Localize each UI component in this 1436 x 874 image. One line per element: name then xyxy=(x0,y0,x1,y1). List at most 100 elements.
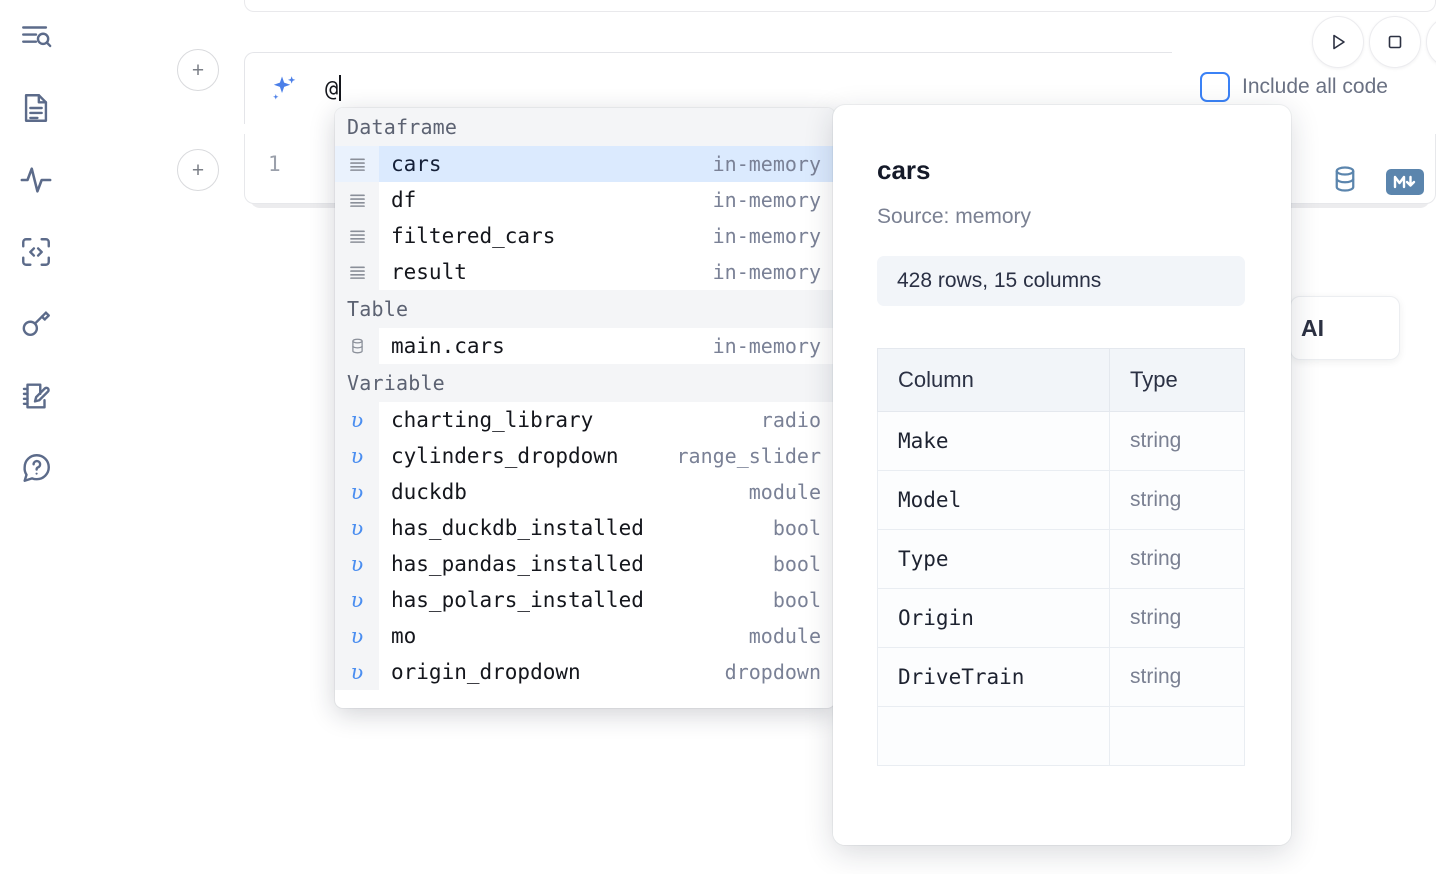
variable-icon: ʋ xyxy=(335,618,379,654)
autocomplete-item[interactable]: result in-memory xyxy=(335,254,835,290)
schema-column-name: DriveTrain xyxy=(877,647,1110,707)
table-row-clipped xyxy=(877,706,1245,766)
autocomplete-item-name: charting_library xyxy=(391,408,594,432)
schema-column-type xyxy=(1109,706,1245,766)
variable-icon: ʋ xyxy=(335,654,379,690)
preview-bottom-fade xyxy=(833,799,1291,845)
variable-icon: ʋ xyxy=(335,582,379,618)
table-icon xyxy=(335,328,379,364)
autocomplete-item-name: mo xyxy=(391,624,417,648)
autocomplete-item[interactable]: df in-memory xyxy=(335,182,835,218)
autocomplete-item-type: range_slider xyxy=(676,444,822,468)
schema-column-name: Model xyxy=(877,470,1110,530)
sparkles-icon xyxy=(267,72,301,106)
dataframe-icon xyxy=(335,218,379,254)
ai-chip[interactable]: AI xyxy=(1290,296,1400,360)
column-header-column: Column xyxy=(877,348,1110,412)
autocomplete-item-type: module xyxy=(748,624,821,648)
autocomplete-item[interactable]: ʋ has_polars_installed bool xyxy=(335,582,835,618)
autocomplete-item-name: filtered_cars xyxy=(391,224,556,248)
database-icon[interactable] xyxy=(1330,164,1360,199)
autocomplete-item-name: cars xyxy=(391,152,442,176)
autocomplete-item-name: result xyxy=(391,260,467,284)
ai-chip-label: AI xyxy=(1301,314,1324,341)
autocomplete-item[interactable]: filtered_cars in-memory xyxy=(335,218,835,254)
autocomplete-group-header: Dataframe xyxy=(335,108,835,146)
schema-column-type: string xyxy=(1109,470,1245,530)
schema-column-name: Type xyxy=(877,529,1110,589)
autocomplete-item-name: has_duckdb_installed xyxy=(391,516,644,540)
autocomplete-item-type: bool xyxy=(772,552,821,576)
add-cell-button-top[interactable]: + xyxy=(177,49,219,91)
dataframe-preview-panel: cars Source: memory 428 rows, 15 columns… xyxy=(833,105,1291,845)
autocomplete-item-type: bool xyxy=(772,516,821,540)
autocomplete-item-type: in-memory xyxy=(712,224,821,248)
table-header-row: Column Type xyxy=(877,348,1245,412)
autocomplete-item[interactable]: ʋ charting_library radio xyxy=(335,402,835,438)
add-cell-label: + xyxy=(191,158,205,182)
include-all-code-label: Include all code xyxy=(1242,75,1388,98)
schema-column-name xyxy=(877,706,1110,766)
autocomplete-item-name: has_polars_installed xyxy=(391,588,644,612)
column-header-type: Type xyxy=(1109,348,1245,412)
autocomplete-item-type: in-memory xyxy=(712,188,821,212)
dataframe-icon xyxy=(335,182,379,218)
autocomplete-item-name: duckdb xyxy=(391,480,467,504)
variable-icon: ʋ xyxy=(335,402,379,438)
schema-column-type: string xyxy=(1109,588,1245,648)
explore-outline-icon[interactable] xyxy=(12,12,60,60)
activity-pulse-icon[interactable] xyxy=(12,156,60,204)
stop-button[interactable] xyxy=(1369,16,1421,68)
key-icon[interactable] xyxy=(12,300,60,348)
code-snippet-icon[interactable] xyxy=(12,228,60,276)
autocomplete-item-name: has_pandas_installed xyxy=(391,552,644,576)
dataframe-icon xyxy=(335,146,379,182)
dataframe-icon xyxy=(335,254,379,290)
run-button[interactable] xyxy=(1312,16,1364,68)
include-all-code-row[interactable]: Include all code xyxy=(1200,72,1388,102)
schema-column-type: string xyxy=(1109,647,1245,707)
autocomplete-item-type: in-memory xyxy=(712,260,821,284)
autocomplete-item-type: radio xyxy=(760,408,821,432)
autocomplete-item[interactable]: main.cars in-memory xyxy=(335,328,835,364)
autocomplete-item-type: in-memory xyxy=(712,334,821,358)
autocomplete-item-type: in-memory xyxy=(712,152,821,176)
autocomplete-item-name: df xyxy=(391,188,417,212)
autocomplete-item-name: origin_dropdown xyxy=(391,660,581,684)
schema-column-name: Make xyxy=(877,411,1110,471)
schema-column-type: string xyxy=(1109,529,1245,589)
more-actions-button[interactable] xyxy=(1426,16,1436,68)
markdown-icon[interactable] xyxy=(1386,168,1424,195)
autocomplete-group-header: Variable xyxy=(335,364,835,402)
scratchpad-icon[interactable] xyxy=(12,372,60,420)
autocomplete-item[interactable]: cars in-memory xyxy=(335,146,835,182)
autocomplete-item-type: module xyxy=(748,480,821,504)
autocomplete-item-name: main.cars xyxy=(391,334,505,358)
help-chat-icon[interactable] xyxy=(12,444,60,492)
variable-icon: ʋ xyxy=(335,438,379,474)
autocomplete-item-name: cylinders_dropdown xyxy=(391,444,619,468)
autocomplete-item-type: dropdown xyxy=(724,660,821,684)
preview-title: cars xyxy=(877,155,931,185)
include-all-code-checkbox[interactable] xyxy=(1200,72,1230,102)
variable-icon: ʋ xyxy=(335,474,379,510)
schema-column-type: string xyxy=(1109,411,1245,471)
autocomplete-group-header: Table xyxy=(335,290,835,328)
autocomplete-item-type: bool xyxy=(772,588,821,612)
add-cell-button-bottom[interactable]: + xyxy=(177,149,219,191)
left-icon-rail xyxy=(0,0,72,874)
autocomplete-item[interactable]: ʋ cylinders_dropdown range_slider xyxy=(335,438,835,474)
autocomplete-item[interactable]: ʋ origin_dropdown dropdown xyxy=(335,654,835,690)
ai-prompt-input[interactable]: @ xyxy=(325,75,342,102)
document-icon[interactable] xyxy=(12,84,60,132)
